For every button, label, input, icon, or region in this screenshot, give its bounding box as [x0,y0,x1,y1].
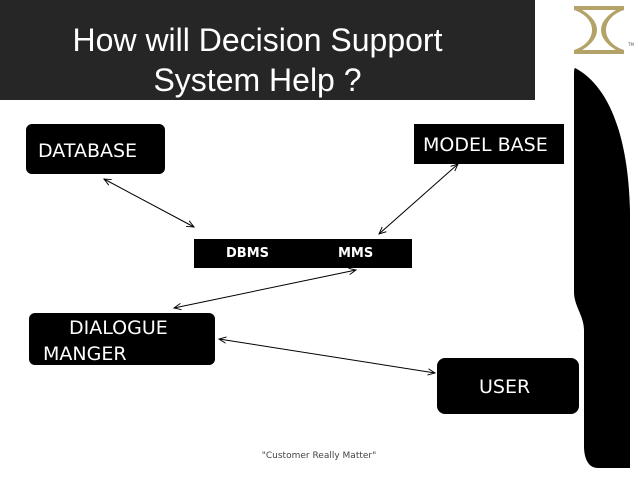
mms-label: MMS [338,246,374,261]
title-bar [0,0,535,100]
knife-decoration [574,68,630,468]
dialogue-manager-box: DIALOGUE MANGER [29,313,215,365]
slide-title: How will Decision Support System Help ? [0,20,515,100]
arrow-dialogue-user [219,339,435,373]
dialogue-line-1: DIALOGUE [69,317,168,339]
arrow-mms-dialogue [174,270,356,308]
svg-text:TM: TM [627,42,634,47]
slide-footer: "Customer Really Matter" [261,451,377,461]
database-box: DATABASE [26,124,165,174]
title-line-1: How will Decision Support [72,22,443,58]
user-box: USER [437,358,579,414]
dbms-label: DBMS [226,246,269,261]
arrow-modelbase-mms [379,164,458,234]
model-base-box: MODEL BASE [414,124,564,164]
title-line-2: System Help ? [153,62,362,98]
logo-icon: TM [574,6,634,54]
arrow-database-dbms [104,179,194,227]
dbms-mms-bar: DBMS MMS [194,239,412,268]
dialogue-line-2: MANGER [43,343,127,365]
